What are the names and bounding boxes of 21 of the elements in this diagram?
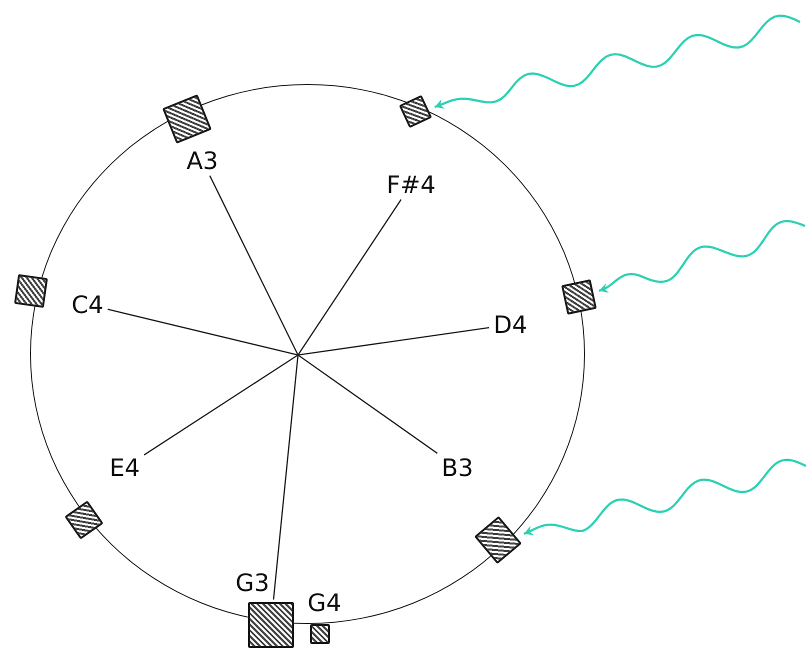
spoke-line: [298, 326, 490, 356]
hatched-square: [248, 602, 294, 648]
spoke-line: [272, 354, 299, 600]
wavy-arrow: [434, 14, 800, 109]
note-label: E4: [108, 454, 142, 480]
note-label: B3: [440, 454, 476, 480]
spoke-line: [144, 354, 298, 456]
hatched-square: [310, 624, 330, 644]
spoke-line: [209, 175, 299, 356]
note-label: D4: [492, 312, 530, 338]
wavy-arrow: [598, 220, 806, 293]
note-label: C4: [70, 292, 106, 318]
note-label: G3: [234, 570, 272, 596]
spoke-line: [108, 308, 298, 356]
note-label: A3: [184, 148, 220, 174]
spoke-line: [298, 354, 438, 454]
spoke-line: [297, 199, 402, 356]
note-label: F#4: [384, 172, 438, 198]
hatched-square: [14, 274, 48, 308]
note-label: G4: [306, 590, 344, 616]
wavy-arrow: [524, 458, 806, 536]
